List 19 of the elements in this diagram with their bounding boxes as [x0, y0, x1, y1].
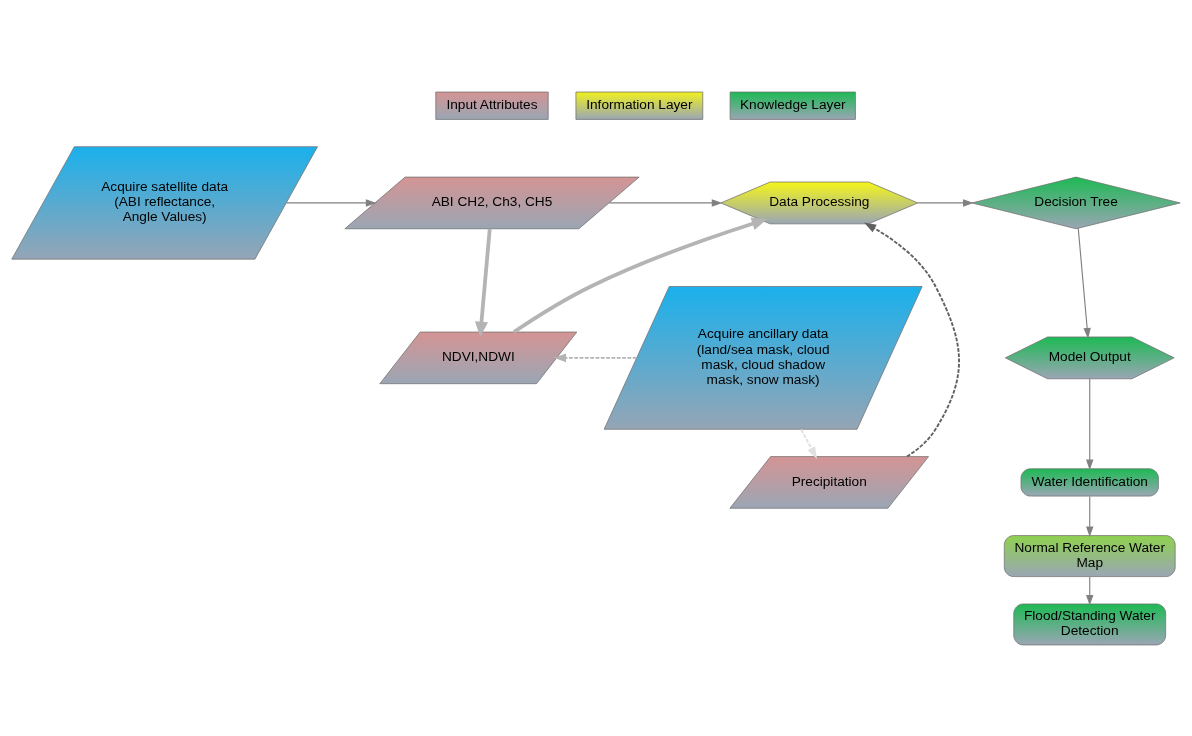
arrow [864, 222, 960, 457]
node-box: Flood/Standing Water Detection [1013, 603, 1167, 645]
node-box: Water Identification [1020, 467, 1159, 496]
arrow [512, 216, 767, 334]
node-diamond: Decision Tree [971, 176, 1181, 229]
arrow [608, 198, 723, 207]
arrow [1077, 227, 1091, 339]
arrow [1086, 495, 1094, 537]
arrow [553, 353, 638, 362]
arrow [917, 198, 974, 207]
arrow [800, 428, 817, 459]
arrow [474, 228, 492, 337]
legend-label: Input Attributes [446, 96, 538, 112]
legend-label: Information Layer [586, 96, 693, 112]
node-box: Normal Reference Water Map [1003, 534, 1176, 577]
arrow [285, 198, 377, 207]
arrow [1086, 575, 1094, 606]
legend-label: Knowledge Layer [740, 96, 846, 112]
arrow [1086, 377, 1094, 470]
